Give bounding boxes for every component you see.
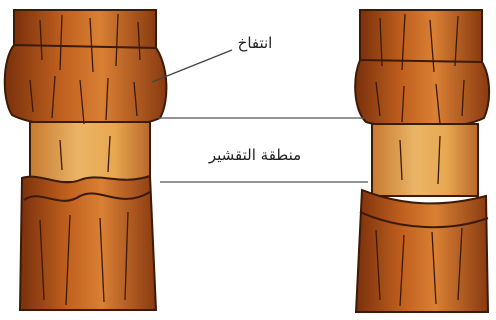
left-swelling-bulge (5, 45, 167, 127)
right-stem (355, 10, 489, 312)
right-lower-bark (356, 190, 488, 312)
girdling-zone-label: منطقة التقشير (208, 146, 301, 164)
right-exposed-wood (372, 124, 478, 196)
left-exposed-wood (30, 122, 150, 182)
right-swelling-bulge (355, 60, 489, 128)
swelling-label: انتفاخ (238, 34, 273, 52)
left-stem (5, 10, 167, 310)
